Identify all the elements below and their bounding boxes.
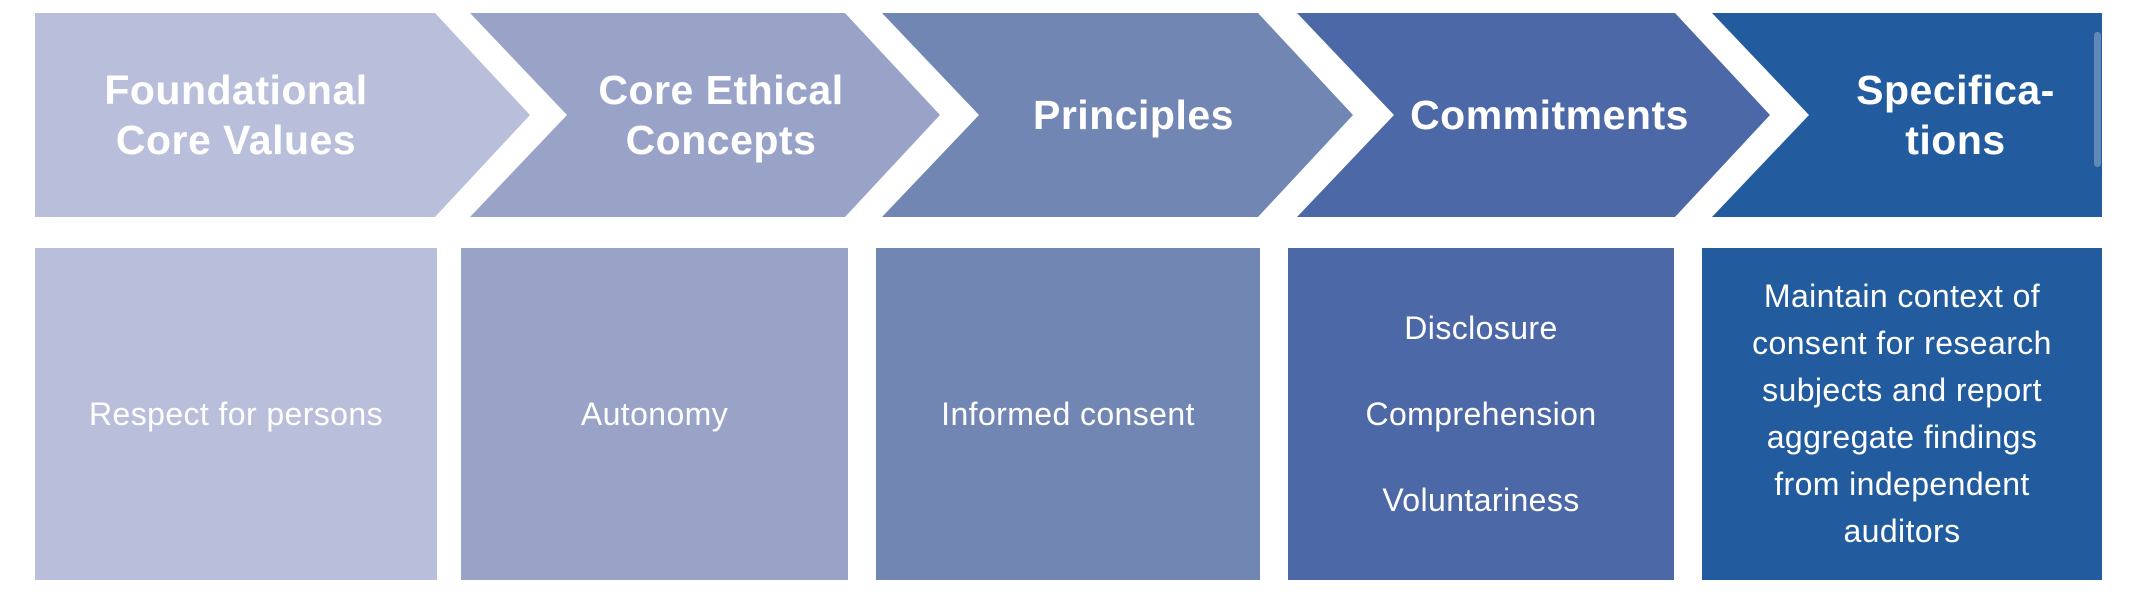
scrollbar-thumb[interactable] [2094,32,2101,167]
chevron-stage-5 [1712,13,2102,217]
chevron-stage-1 [35,13,530,217]
stage-2-detail-box: Autonomy [461,248,848,580]
chevron-stage-3 [882,13,1353,217]
commitment-item: Disclosure [1404,310,1558,346]
stage-1-detail-box: Respect for persons [35,248,437,580]
stage-4-detail-box: Disclosure Comprehension Voluntariness [1288,248,1674,580]
chevron-stage-2 [470,13,940,217]
commitment-item: Voluntariness [1382,482,1580,518]
stage-1-detail-text: Respect for persons [89,395,383,432]
stage-5-detail-box: Maintain context of consent for research… [1702,248,2102,580]
commitments-list: Disclosure Comprehension Voluntariness [1365,312,1596,516]
stage-5-detail-text: Maintain context of consent for research… [1752,278,2052,549]
chevron-stage-4 [1297,13,1770,217]
stage-3-detail-text: Informed consent [941,395,1195,432]
stage-2-detail-text: Autonomy [580,395,729,432]
commitment-item: Comprehension [1365,396,1597,432]
stage-3-detail-box: Informed consent [876,248,1260,580]
